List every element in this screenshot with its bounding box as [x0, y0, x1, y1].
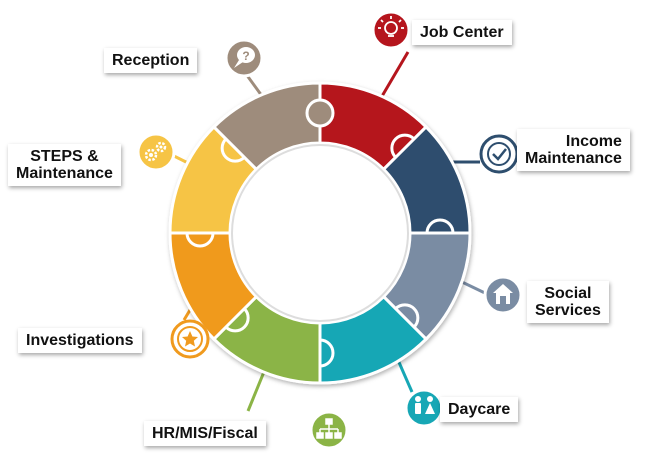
gears-icon: [144, 141, 167, 162]
label-daycare: Daycare: [440, 397, 519, 422]
org-chart-icon: [316, 418, 342, 439]
label-income-maintenance: Income Maintenance: [517, 129, 630, 171]
ring-segment-reception: [211, 81, 322, 172]
question-bubble-icon: ?: [234, 47, 255, 68]
house-icon: [493, 284, 513, 304]
svg-text:?: ?: [242, 49, 249, 63]
label-social-services: Social Services: [527, 281, 609, 323]
family-icon: [415, 396, 435, 414]
label-reception: Reception: [104, 48, 198, 73]
daycare-badge: [404, 388, 444, 428]
hr-mis-fiscal-badge: [309, 410, 349, 450]
star-icon: [177, 326, 203, 352]
investigations-badge: [170, 319, 210, 359]
label-steps-maintenance: STEPS & Maintenance: [8, 144, 121, 186]
reception-badge: ?: [224, 38, 264, 78]
puzzle-knob-reception: [305, 98, 335, 128]
income-maintenance-badge: [479, 134, 519, 174]
puzzle-ring: [168, 81, 472, 385]
label-job-center: Job Center: [412, 20, 512, 45]
ring-center: [231, 144, 409, 322]
job-center-badge: [371, 10, 411, 50]
lightbulb-icon: [378, 16, 404, 37]
checkmark-icon: [487, 142, 511, 166]
steps-maintenance-badge: [136, 132, 176, 172]
label-investigations: Investigations: [18, 328, 142, 353]
label-hr-mis-fiscal: HR/MIS/Fiscal: [144, 421, 266, 446]
social-services-badge: [483, 275, 523, 315]
